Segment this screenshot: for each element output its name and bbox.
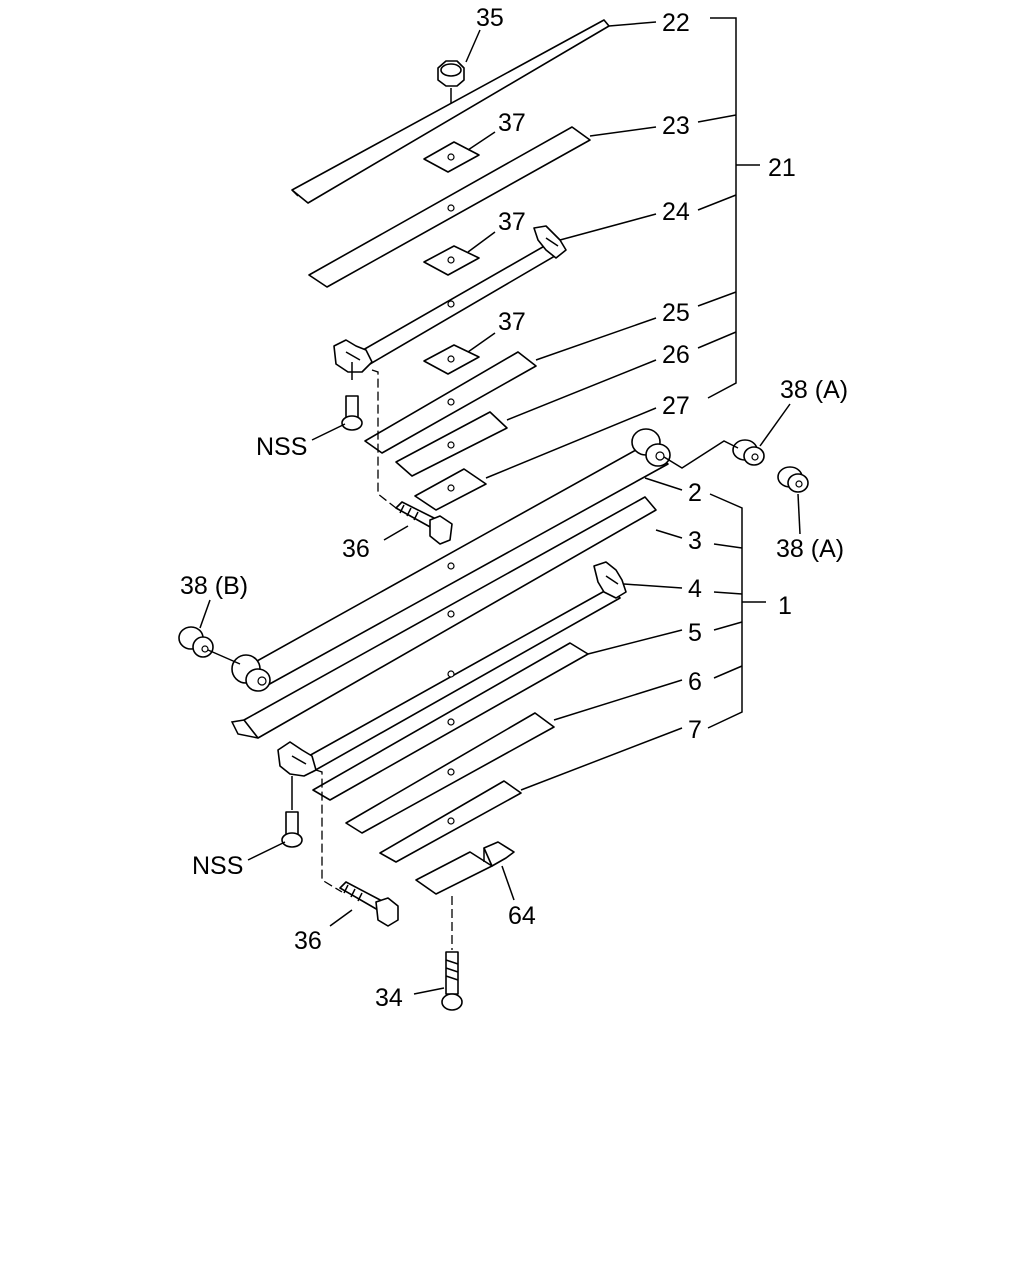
- callout-6: 6: [688, 668, 702, 696]
- callout-25: 25: [662, 299, 690, 327]
- pad-37-c: [423, 344, 480, 375]
- callout-38a-bottom: 38 (A): [776, 535, 844, 563]
- bracket-64: [415, 841, 515, 895]
- callout-22: 22: [662, 9, 690, 37]
- callout-38a-top: 38 (A): [780, 376, 848, 404]
- callout-64: 64: [508, 902, 536, 930]
- bolt-34: [441, 951, 463, 1011]
- bolt-36-upper: [395, 501, 453, 545]
- callout-35: 35: [476, 4, 504, 32]
- bushing-38b: [178, 626, 241, 665]
- callout-24: 24: [662, 198, 690, 226]
- callout-7: 7: [688, 716, 702, 744]
- callout-37-c: 37: [498, 308, 526, 336]
- leaf-26: [395, 411, 508, 477]
- callout-37-a: 37: [498, 109, 526, 137]
- callout-5: 5: [688, 619, 702, 647]
- bushing-38a-bottom: [777, 466, 809, 493]
- callout-23: 23: [662, 112, 690, 140]
- callout-4: 4: [688, 575, 702, 603]
- bolt-nss-upper: [341, 395, 363, 431]
- nut-35: [437, 60, 465, 116]
- leaf-6: [345, 712, 555, 834]
- callout-38b: 38 (B): [180, 572, 248, 600]
- bolt-nss-lower: [281, 811, 303, 848]
- pad-37-a: [423, 141, 480, 173]
- callout-nss-lower: NSS: [192, 852, 243, 880]
- leaf-7: [379, 780, 522, 863]
- callout-37-b: 37: [498, 208, 526, 236]
- callout-2: 2: [688, 479, 702, 507]
- callout-27: 27: [662, 392, 690, 420]
- leaf-23: [308, 126, 591, 288]
- leaf-2: [231, 428, 671, 692]
- callout-nss-upper: NSS: [256, 433, 307, 461]
- leader-lines: [199, 17, 801, 995]
- callout-21: 21: [768, 154, 796, 182]
- leaf-25: [364, 351, 537, 454]
- callout-36-lower: 36: [294, 927, 322, 955]
- leaf-3: [230, 496, 657, 739]
- leaf-27: [414, 468, 487, 511]
- leaf-4: [277, 561, 627, 810]
- callout-34: 34: [375, 984, 403, 1012]
- bolt-36-lower: [339, 881, 399, 927]
- callout-36-upper: 36: [342, 535, 370, 563]
- callout-3: 3: [688, 527, 702, 555]
- callout-1: 1: [778, 592, 792, 620]
- callout-26: 26: [662, 341, 690, 369]
- leaf-24: [333, 225, 567, 380]
- bushing-38a-top: [663, 439, 765, 469]
- leaf-22: [291, 19, 610, 204]
- pad-37-b: [423, 245, 480, 276]
